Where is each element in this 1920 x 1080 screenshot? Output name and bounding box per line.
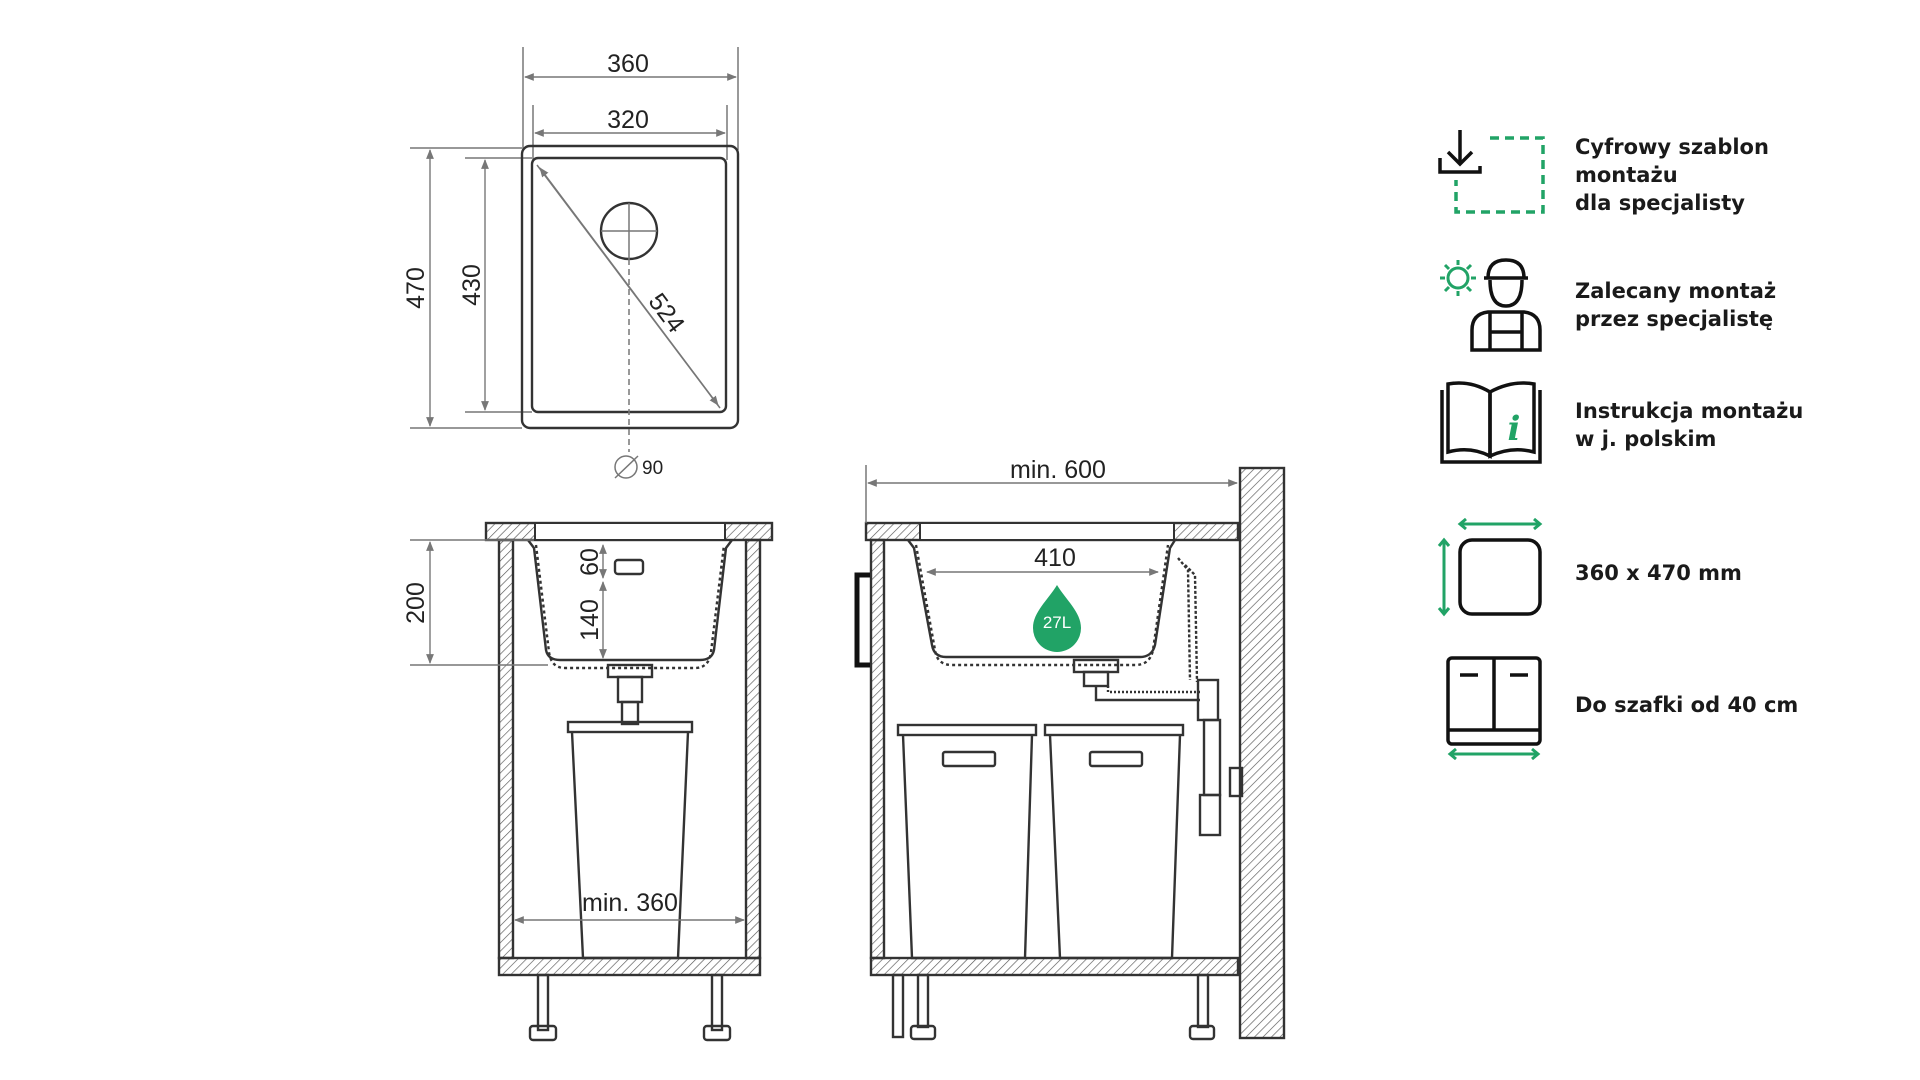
- feature-text-cabinet: Do szafki od 40 cm: [1575, 693, 1799, 717]
- feature-item-cabinet: Do szafki od 40 cm: [1428, 650, 1908, 760]
- capacity-label: 27L: [1043, 613, 1071, 632]
- feature-text-manual: Instrukcja montażu w j. polskim: [1575, 399, 1804, 451]
- feature-text-template: Cyfrowy szablon montażu dla specjalisty: [1575, 135, 1769, 215]
- dim-inner-width: 320: [607, 106, 649, 134]
- dim-rim: 60: [576, 548, 604, 576]
- bin-left: [896, 723, 1038, 737]
- sink-outline: [520, 144, 740, 430]
- feature-item-template: Cyfrowy szablon montażu dla specjalisty: [1428, 120, 1908, 230]
- dim-outer-width: 360: [607, 50, 649, 78]
- dim-min-depth: min. 600: [1010, 456, 1106, 484]
- download-template-icon: [1438, 130, 1545, 214]
- feature-item-installer: Zalecany montaż przez specjalistę: [1428, 250, 1908, 360]
- dim-inner-height: 430: [458, 264, 486, 306]
- dim-diagonal: 524: [643, 288, 691, 338]
- feature-item-manual: i Instrukcja montażu w j. polskim: [1428, 370, 1908, 480]
- dim-depth: 200: [402, 582, 430, 624]
- dim-bowl: 140: [576, 599, 604, 641]
- dim-bowl-width: 410: [1034, 544, 1076, 572]
- front-view: 200 60 140 min. 360: [402, 521, 774, 1042]
- installer-worker-icon: [1440, 258, 1542, 352]
- dim-min-cabinet: min. 360: [582, 889, 678, 917]
- top-view: 360 320 470 430 524 90: [402, 47, 740, 479]
- side-view: min. 600 410 27L: [854, 456, 1286, 1041]
- dim-outer-height: 470: [402, 267, 430, 309]
- wall: [1238, 466, 1286, 1040]
- bin-right: [1043, 723, 1185, 737]
- svg-text:i: i: [1508, 409, 1521, 449]
- feature-text-installer: Zalecany montaż przez specjalistę: [1575, 279, 1777, 331]
- manual-book-icon: i: [1440, 381, 1542, 464]
- cabinet-icon: [1446, 656, 1542, 760]
- water-drop-icon: [1033, 585, 1081, 652]
- dimensions-icon: [1437, 518, 1543, 617]
- dim-drain: 90: [642, 458, 663, 479]
- feature-text-dimensions: 360 x 470 mm: [1575, 561, 1742, 585]
- feature-item-dimensions: 360 x 470 mm: [1428, 518, 1908, 628]
